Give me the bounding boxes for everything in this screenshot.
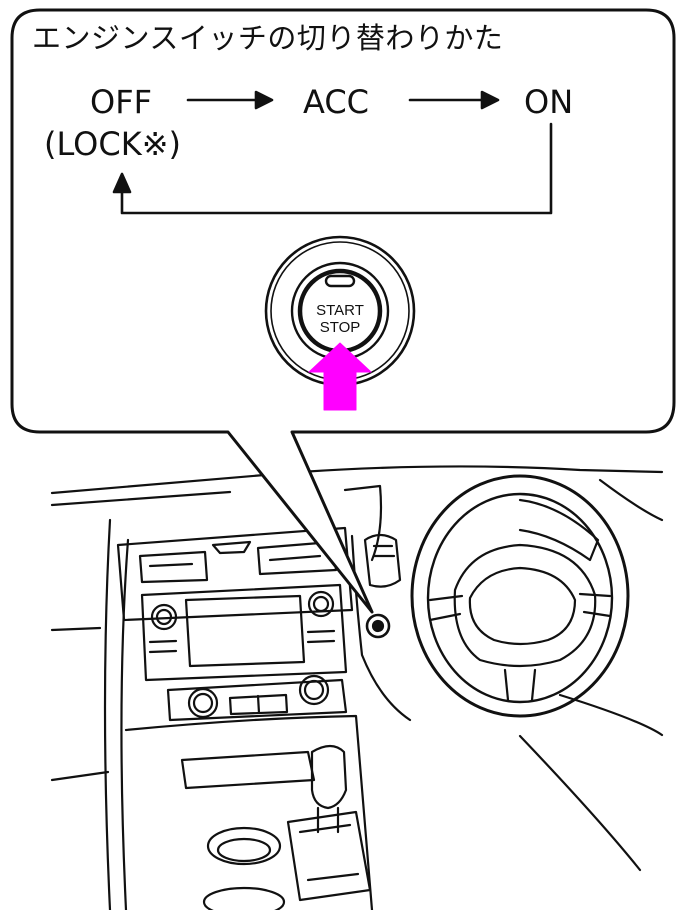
dashboard-illustration — [50, 465, 664, 910]
press-arrow-icon — [308, 342, 372, 411]
button-stop-text: STOP — [319, 319, 361, 336]
diagram-title: エンジンスイッチの切り替わりかた — [32, 21, 504, 55]
arrow-on-to-off — [120, 122, 553, 215]
flow-arrows — [112, 90, 553, 215]
state-off-label: OFF — [90, 83, 152, 121]
button-start-text: START — [316, 302, 364, 319]
state-on-label: ON — [524, 83, 574, 121]
callout-bubble — [10, 8, 676, 614]
state-lock-label: (LOCK※) — [44, 125, 181, 163]
state-acc-label: ACC — [303, 83, 370, 121]
